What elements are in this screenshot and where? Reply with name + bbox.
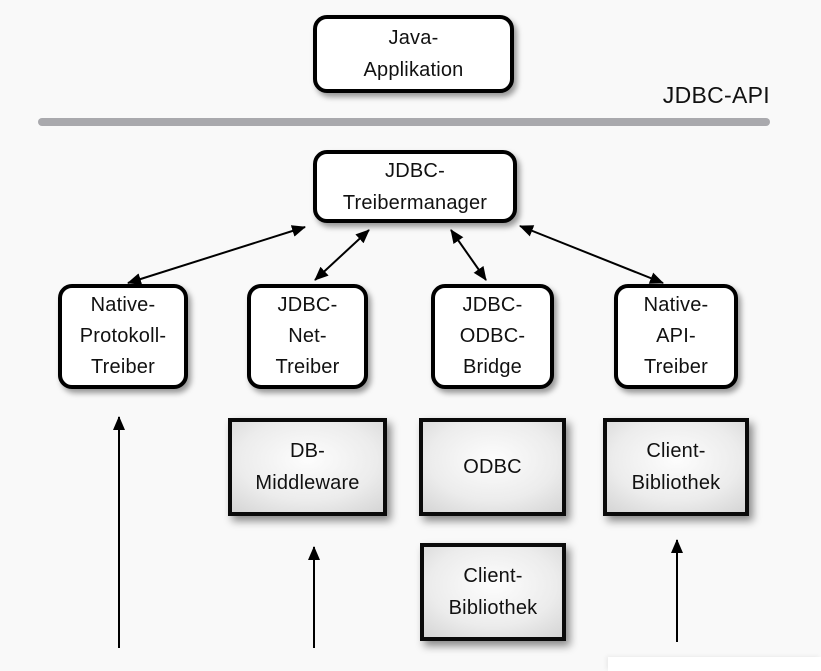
node-native-protokoll-treiber: Native- Protokoll- Treiber xyxy=(58,284,188,389)
node-odbc: ODBC xyxy=(419,418,566,516)
node-client-bibliothek-right: Client- Bibliothek xyxy=(603,418,749,516)
node-client-bibliothek-bottom: Client- Bibliothek xyxy=(420,543,566,641)
node-java-applikation: Java- Applikation xyxy=(313,15,514,93)
arrow-treibermanager-to-jdbc-odbc xyxy=(450,229,487,281)
partial-box-bottom-right xyxy=(608,657,821,671)
arrow-treibermanager-to-native-api xyxy=(519,225,664,284)
arrow-treibermanager-to-jdbc-net xyxy=(314,229,370,281)
node-native-api-treiber: Native- API- Treiber xyxy=(614,284,738,389)
jdbc-api-label: JDBC-API xyxy=(662,82,770,108)
node-jdbc-treibermanager: JDBC- Treibermanager xyxy=(313,150,517,223)
node-db-middleware: DB- Middleware xyxy=(228,418,387,516)
node-jdbc-odbc-bridge: JDBC- ODBC- Bridge xyxy=(431,284,554,389)
node-jdbc-net-treiber: JDBC- Net- Treiber xyxy=(247,284,368,389)
jdbc-api-divider-line xyxy=(38,118,770,126)
arrow-treibermanager-to-native-protokoll xyxy=(127,225,306,285)
